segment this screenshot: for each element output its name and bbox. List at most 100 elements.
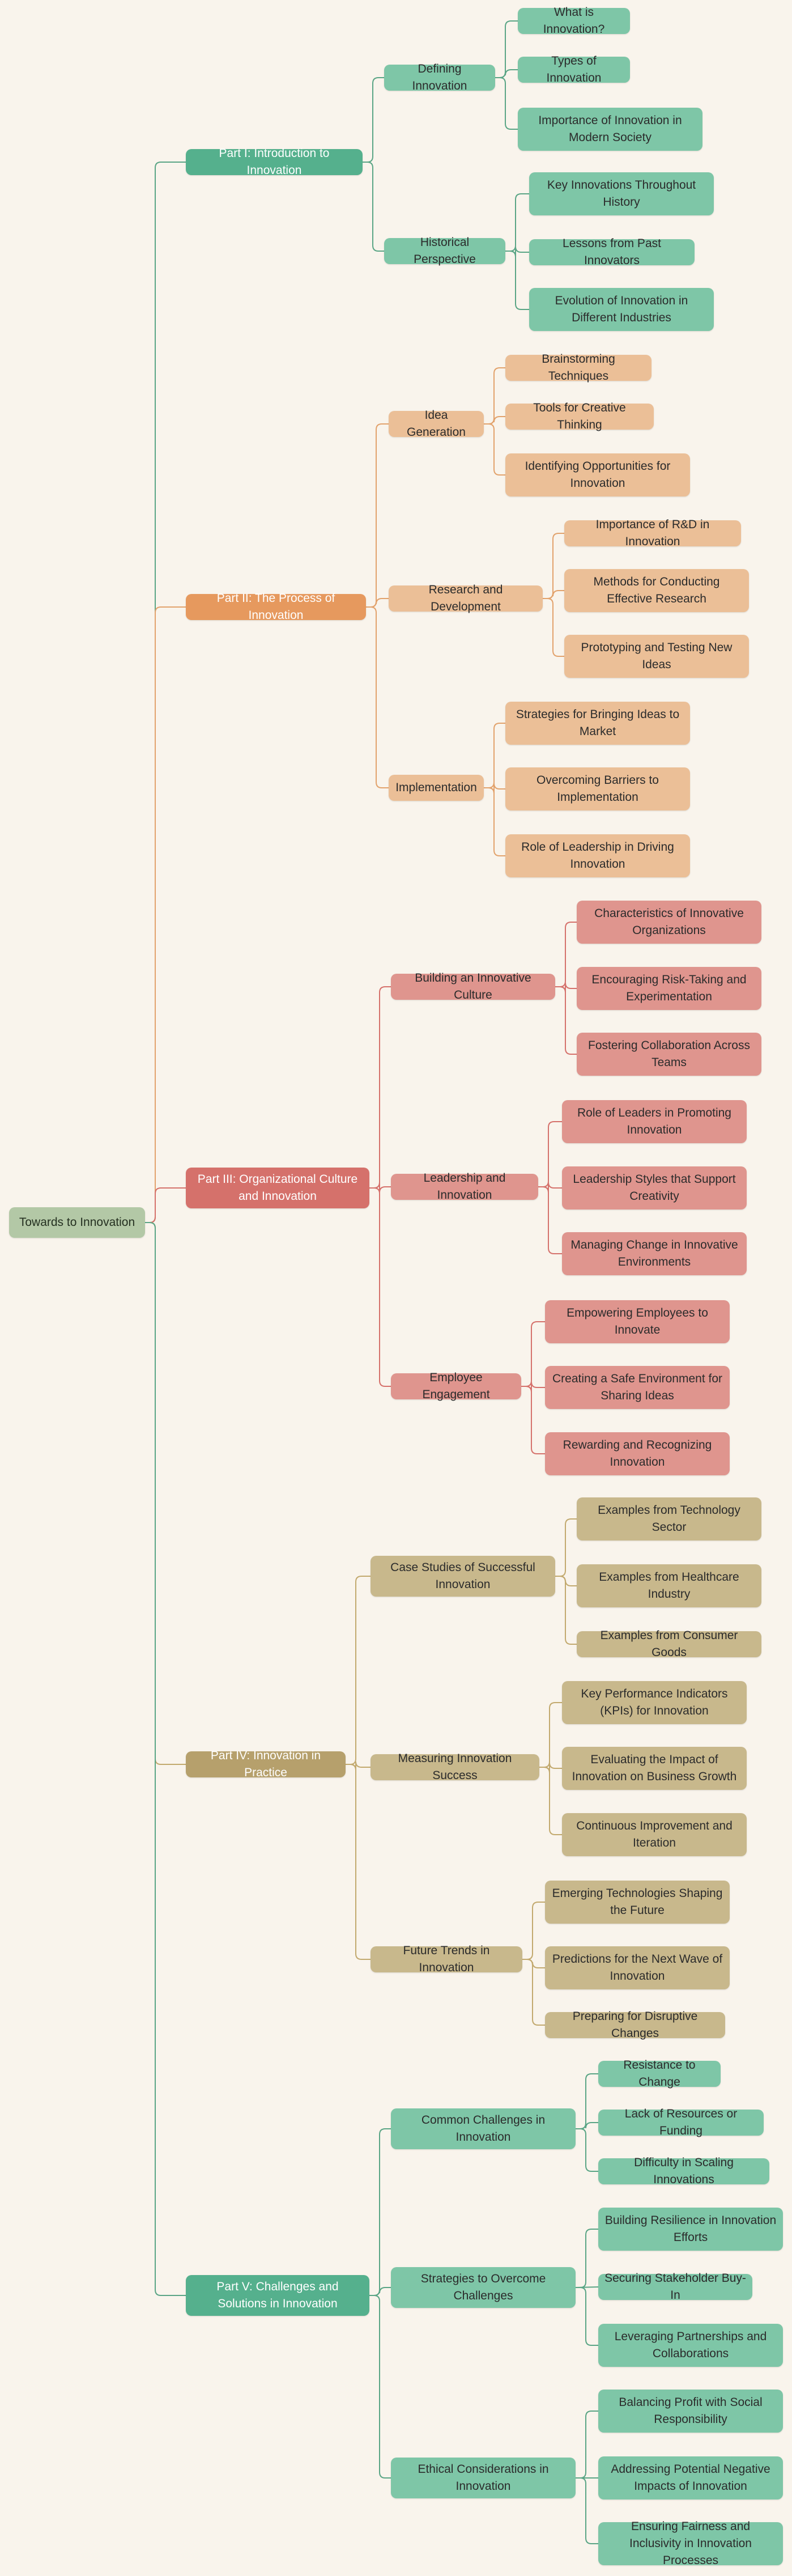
topic-node-importance-of-innovation-in-modern-society[interactable]: Importance of Innovation in Modern Socie… (518, 108, 702, 151)
topic-node-balancing-profit-with-social-responsibility[interactable]: Balancing Profit with Social Responsibil… (598, 2390, 783, 2433)
section-node-building-an-innovative-culture[interactable]: Building an Innovative Culture (391, 971, 555, 1001)
topic-node-types-of-innovation[interactable]: Types of Innovation (518, 54, 630, 84)
section-node-idea-generation-label: Idea Generation (407, 409, 466, 439)
topic-node-empowering-employees-to-innovate[interactable]: Empowering Employees to Innovate (545, 1300, 730, 1343)
section-node-idea-generation[interactable]: Idea Generation (389, 409, 484, 439)
link-common-challenges-in-innovation-to-item-2 (576, 2122, 598, 2129)
topic-node-examples-from-technology-sector[interactable]: Examples from Technology Sector (577, 1497, 761, 1540)
topic-node-ensuring-fairness-and-inclusivity-in-innovation-processes[interactable]: Ensuring Fairness and Inclusivity in Inn… (598, 2520, 783, 2567)
link-employee-engagement-to-item-3 (521, 1386, 545, 1454)
topic-node-what-is-innovation[interactable]: What is Innovation? (518, 6, 630, 36)
section-node-historical-perspective-label: Historical Perspective (414, 236, 476, 266)
link-part-3-to-leadership-and-innovation (369, 1182, 391, 1193)
topic-node-encouraging-risk-taking-and-experimentation[interactable]: Encouraging Risk-Taking and Experimentat… (577, 967, 761, 1010)
link-strategies-to-overcome-challenges-to-item-1 (576, 2229, 598, 2288)
topic-node-overcoming-barriers-to-implementation[interactable]: Overcoming Barriers to Implementation (505, 767, 690, 810)
topic-node-emerging-technologies-shaping-the-future[interactable]: Emerging Technologies Shaping the Future (545, 1881, 730, 1924)
topic-node-difficulty-in-scaling-innovations[interactable]: Difficulty in Scaling Innovations (598, 2156, 769, 2186)
section-node-ethical-considerations-in-innovation[interactable]: Ethical Considerations in Innovation (391, 2458, 576, 2498)
section-node-defining-innovation[interactable]: Defining Innovation (384, 62, 495, 92)
topic-node-examples-from-consumer-goods[interactable]: Examples from Consumer Goods (577, 1629, 761, 1659)
link-strategies-to-overcome-challenges-to-item-3 (576, 2287, 598, 2346)
link-future-trends-in-innovation-to-item-2 (522, 1959, 545, 1968)
topic-node-examples-from-healthcare-industry[interactable]: Examples from Healthcare Industry (577, 1564, 761, 1607)
section-node-future-trends-in-innovation[interactable]: Future Trends in Innovation (371, 1944, 522, 1974)
topic-node-importance-of-innovation-in-modern-society-label: Importance of Innovation in Modern Socie… (538, 114, 682, 144)
topic-node-tools-for-creative-thinking-label: Tools for Creative Thinking (533, 401, 626, 431)
root-node[interactable]: Towards to Innovation (9, 1207, 145, 1238)
topic-node-role-of-leadership-in-driving-innovation-label: Role of Leadership in Driving Innovation (521, 841, 674, 871)
link-historical-perspective-to-item-1 (505, 193, 529, 252)
topic-node-importance-of-randd-in-innovation[interactable]: Importance of R&D in Innovation (564, 518, 741, 548)
section-node-employee-engagement[interactable]: Employee Engagement (391, 1371, 521, 1401)
topic-node-prototyping-and-testing-new-ideas[interactable]: Prototyping and Testing New Ideas (564, 635, 749, 678)
section-node-leadership-and-innovation[interactable]: Leadership and Innovation (391, 1172, 538, 1202)
topic-node-methods-for-conducting-effective-research[interactable]: Methods for Conducting Effective Researc… (564, 569, 749, 612)
topic-node-key-innovations-throughout-history[interactable]: Key Innovations Throughout History (529, 172, 714, 215)
link-part-4-to-future-trends-in-innovation (346, 1764, 371, 1960)
section-node-strategies-to-overcome-challenges[interactable]: Strategies to Overcome Challenges (391, 2267, 576, 2308)
topic-node-strategies-for-bringing-ideas-to-market[interactable]: Strategies for Bringing Ideas to Market (505, 702, 690, 745)
topic-node-characteristics-of-innovative-organizations[interactable]: Characteristics of Innovative Organizati… (577, 901, 761, 944)
section-node-case-studies-of-successful-innovation[interactable]: Case Studies of Successful Innovation (371, 1556, 555, 1597)
part-node-2[interactable]: Part II: The Process of Innovation (186, 592, 366, 622)
topic-node-evaluating-the-impact-of-innovation-on-business-growth[interactable]: Evaluating the Impact of Innovation on B… (562, 1747, 747, 1790)
topic-node-fostering-collaboration-across-teams[interactable]: Fostering Collaboration Across Teams (577, 1033, 761, 1076)
topic-node-fostering-collaboration-across-teams-label: Fostering Collaboration Across Teams (588, 1039, 750, 1069)
section-node-research-and-development-label: Research and Development (428, 583, 503, 613)
topic-node-securing-stakeholder-buy-in[interactable]: Securing Stakeholder Buy-In (598, 2272, 752, 2302)
link-measuring-innovation-success-to-item-3 (539, 1767, 562, 1835)
link-building-an-innovative-culture-to-item-2 (555, 982, 577, 993)
topic-node-difficulty-in-scaling-innovations-label: Difficulty in Scaling Innovations (634, 2156, 734, 2186)
topic-node-leadership-styles-that-support-creativity[interactable]: Leadership Styles that Support Creativit… (562, 1166, 747, 1210)
topic-node-creating-a-safe-environment-for-sharing-ideas[interactable]: Creating a Safe Environment for Sharing … (545, 1366, 730, 1409)
topic-node-predictions-for-the-next-wave-of-innovation-label: Predictions for the Next Wave of Innovat… (552, 1953, 723, 1983)
part-node-3[interactable]: Part III: Organizational Culture and Inn… (186, 1168, 369, 1208)
topic-node-rewarding-and-recognizing-innovation[interactable]: Rewarding and Recognizing Innovation (545, 1432, 730, 1475)
topic-node-creating-a-safe-environment-for-sharing-ideas-label: Creating a Safe Environment for Sharing … (552, 1372, 722, 1402)
topic-node-preparing-for-disruptive-changes[interactable]: Preparing for Disruptive Changes (545, 2010, 725, 2040)
topic-node-role-of-leaders-in-promoting-innovation[interactable]: Role of Leaders in Promoting Innovation (562, 1100, 747, 1143)
link-measuring-innovation-success-to-item-1 (539, 1702, 562, 1768)
topic-node-role-of-leadership-in-driving-innovation[interactable]: Role of Leadership in Driving Innovation (505, 834, 690, 877)
section-node-historical-perspective[interactable]: Historical Perspective (384, 236, 505, 266)
link-part-1-to-defining-innovation (363, 77, 384, 163)
topic-node-leveraging-partnerships-and-collaborations[interactable]: Leveraging Partnerships and Collaboratio… (598, 2324, 783, 2367)
topic-node-addressing-potential-negative-impacts-of-innovation[interactable]: Addressing Potential Negative Impacts of… (598, 2456, 783, 2499)
topic-node-resistance-to-change[interactable]: Resistance to Change (598, 2059, 721, 2089)
topic-node-resistance-to-change-label: Resistance to Change (623, 2059, 696, 2089)
section-node-research-and-development[interactable]: Research and Development (389, 583, 543, 613)
link-root-to-part-2 (145, 606, 186, 1223)
topic-node-building-resilience-in-innovation-efforts[interactable]: Building Resilience in Innovation Effort… (598, 2208, 783, 2251)
section-node-implementation[interactable]: Implementation (389, 775, 484, 801)
topic-node-role-of-leaders-in-promoting-innovation-label: Role of Leaders in Promoting Innovation (577, 1106, 731, 1136)
topic-node-evaluating-the-impact-of-innovation-on-business-growth-label: Evaluating the Impact of Innovation on B… (572, 1753, 737, 1783)
topic-node-predictions-for-the-next-wave-of-innovation[interactable]: Predictions for the Next Wave of Innovat… (545, 1946, 730, 1989)
part-node-5[interactable]: Part V: Challenges and Solutions in Inno… (186, 2275, 369, 2316)
topic-node-tools-for-creative-thinking[interactable]: Tools for Creative Thinking (505, 401, 654, 431)
section-node-measuring-innovation-success[interactable]: Measuring Innovation Success (371, 1752, 539, 1782)
topic-node-key-performance-indicators-kpis-for-innovation-label: Key Performance Indicators (KPIs) for In… (581, 1687, 728, 1717)
topic-node-continuous-improvement-and-iteration-label: Continuous Improvement and Iteration (576, 1819, 733, 1849)
section-node-ethical-considerations-in-innovation-label: Ethical Considerations in Innovation (418, 2463, 549, 2493)
link-part-2-to-research-and-development (366, 598, 389, 608)
topic-node-identifying-opportunities-for-innovation[interactable]: Identifying Opportunities for Innovation (505, 453, 690, 496)
section-node-common-challenges-in-innovation[interactable]: Common Challenges in Innovation (391, 2108, 576, 2149)
topic-node-managing-change-in-innovative-environments[interactable]: Managing Change in Innovative Environmen… (562, 1232, 747, 1275)
topic-node-continuous-improvement-and-iteration[interactable]: Continuous Improvement and Iteration (562, 1813, 747, 1856)
link-leadership-and-innovation-to-item-1 (538, 1121, 562, 1187)
topic-node-evolution-of-innovation-in-different-industries[interactable]: Evolution of Innovation in Different Ind… (529, 288, 714, 331)
topic-node-prototyping-and-testing-new-ideas-label: Prototyping and Testing New Ideas (581, 641, 733, 671)
topic-node-lack-of-resources-or-funding[interactable]: Lack of Resources or Funding (598, 2107, 764, 2137)
topic-node-brainstorming-techniques[interactable]: Brainstorming Techniques (505, 353, 652, 383)
part-node-2-label: Part II: The Process of Innovation (216, 592, 335, 622)
link-defining-innovation-to-item-2 (495, 69, 518, 78)
link-research-and-development-to-item-1 (543, 533, 564, 599)
link-implementation-to-item-1 (484, 723, 505, 788)
topic-node-lessons-from-past-innovators[interactable]: Lessons from Past Innovators (529, 237, 695, 267)
topic-node-key-performance-indicators-kpis-for-innovation[interactable]: Key Performance Indicators (KPIs) for In… (562, 1681, 747, 1724)
part-node-1[interactable]: Part I: Introduction to Innovation (186, 147, 363, 177)
link-part-3-to-building-an-innovative-culture (369, 986, 391, 1189)
topic-node-securing-stakeholder-buy-in-label: Securing Stakeholder Buy-In (604, 2272, 746, 2302)
part-node-4[interactable]: Part IV: Innovation in Practice (186, 1749, 346, 1779)
